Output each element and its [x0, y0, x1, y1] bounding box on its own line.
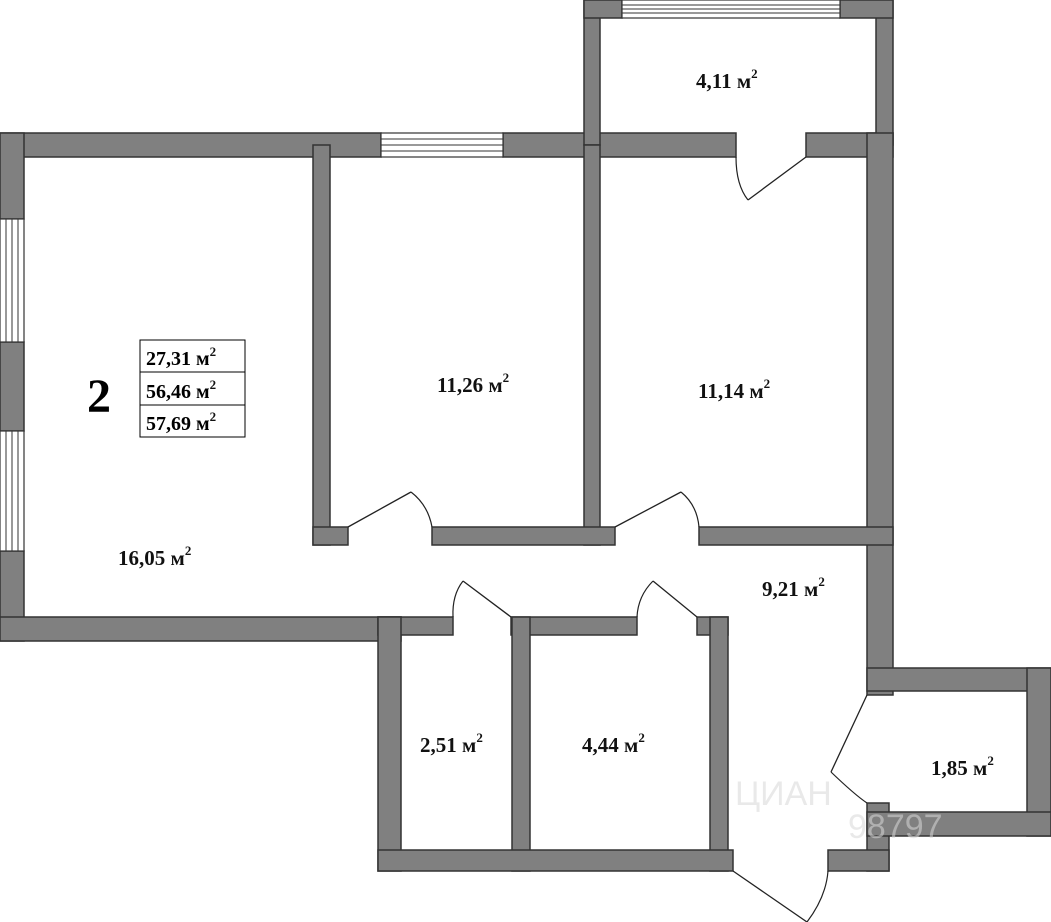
room-area-balcony: 4,11 м2: [696, 66, 758, 93]
balcony-wall-left: [583, 0, 601, 146]
room-area-bathroom: 4,44 м2: [582, 730, 645, 757]
balcony-wall-top-right: [839, 0, 894, 19]
wall-bottom-seg2: [827, 849, 890, 872]
room-area-bedroom-2: 11,14 м2: [698, 376, 770, 403]
door-bedroom-1: [347, 491, 433, 528]
wall-left-top: [0, 132, 25, 220]
wall-left-mid: [0, 341, 25, 432]
wall-wetzone-left: [377, 616, 402, 872]
svg-text:27,31 м2: 27,31 м2: [146, 344, 216, 370]
wall-corridor-seg2: [431, 526, 616, 546]
window-left-upper: [0, 218, 25, 343]
room-area-bedroom-1: 11,26 м2: [437, 370, 509, 397]
wall-bottom-seg1: [377, 849, 734, 872]
door-toilet: [452, 580, 512, 618]
door-bathroom: [636, 580, 698, 618]
wall-top-mid: [502, 132, 737, 158]
balcony-wall-top-left: [583, 0, 623, 19]
wall-corridor-seg3: [698, 526, 894, 546]
wall-wetzone-divider: [511, 616, 531, 872]
unit-number: 2: [87, 370, 111, 423]
doors: [347, 156, 868, 922]
summary-row-total: 56,46 м2: [146, 377, 216, 403]
room-area-hallway: 9,21 м2: [762, 574, 825, 601]
wall-bottom-left: [0, 616, 402, 642]
storage-wall-right: [1026, 667, 1051, 837]
wall-bedrooms-divider: [583, 144, 601, 546]
door-storage: [830, 694, 868, 804]
area-summary-table: 27,31 м2 56,46 м2 57,69 м2: [139, 339, 246, 438]
wall-right-upper: [866, 132, 894, 696]
watermark-number: 98797: [848, 808, 943, 846]
summary-row-living: 27,31 м2: [146, 344, 216, 370]
door-bedroom-2: [614, 491, 700, 528]
watermark-text: ЦИАН: [735, 775, 832, 813]
wall-corridor-seg1: [312, 526, 349, 546]
door-balcony: [735, 156, 807, 201]
watermark: ЦИАН 98797: [735, 775, 943, 846]
walls: [0, 0, 1051, 872]
room-labels: 16,05 м2 11,26 м2 11,14 м2 4,11 м2 9,21 …: [118, 66, 994, 780]
balcony-wall-right: [875, 0, 894, 146]
window-top: [380, 132, 504, 158]
wall-wetzone-top-seg2: [510, 616, 638, 636]
windows: [0, 0, 841, 552]
wall-wetzone-right: [709, 616, 729, 872]
storage-wall-top: [866, 667, 1051, 692]
storage-wall-bottom: [866, 811, 1051, 837]
summary-row-total-with-balcony: 57,69 м2: [146, 409, 216, 435]
wall-bedroom1-left: [312, 144, 331, 546]
room-area-living: 16,05 м2: [118, 543, 191, 570]
room-area-storage: 1,85 м2: [931, 753, 994, 780]
svg-text:57,69 м2: 57,69 м2: [146, 409, 216, 435]
room-area-toilet: 2,51 м2: [420, 730, 483, 757]
window-left-lower: [0, 430, 25, 552]
door-entrance: [732, 870, 829, 922]
window-balcony: [621, 0, 841, 19]
svg-text:56,46 м2: 56,46 м2: [146, 377, 216, 403]
